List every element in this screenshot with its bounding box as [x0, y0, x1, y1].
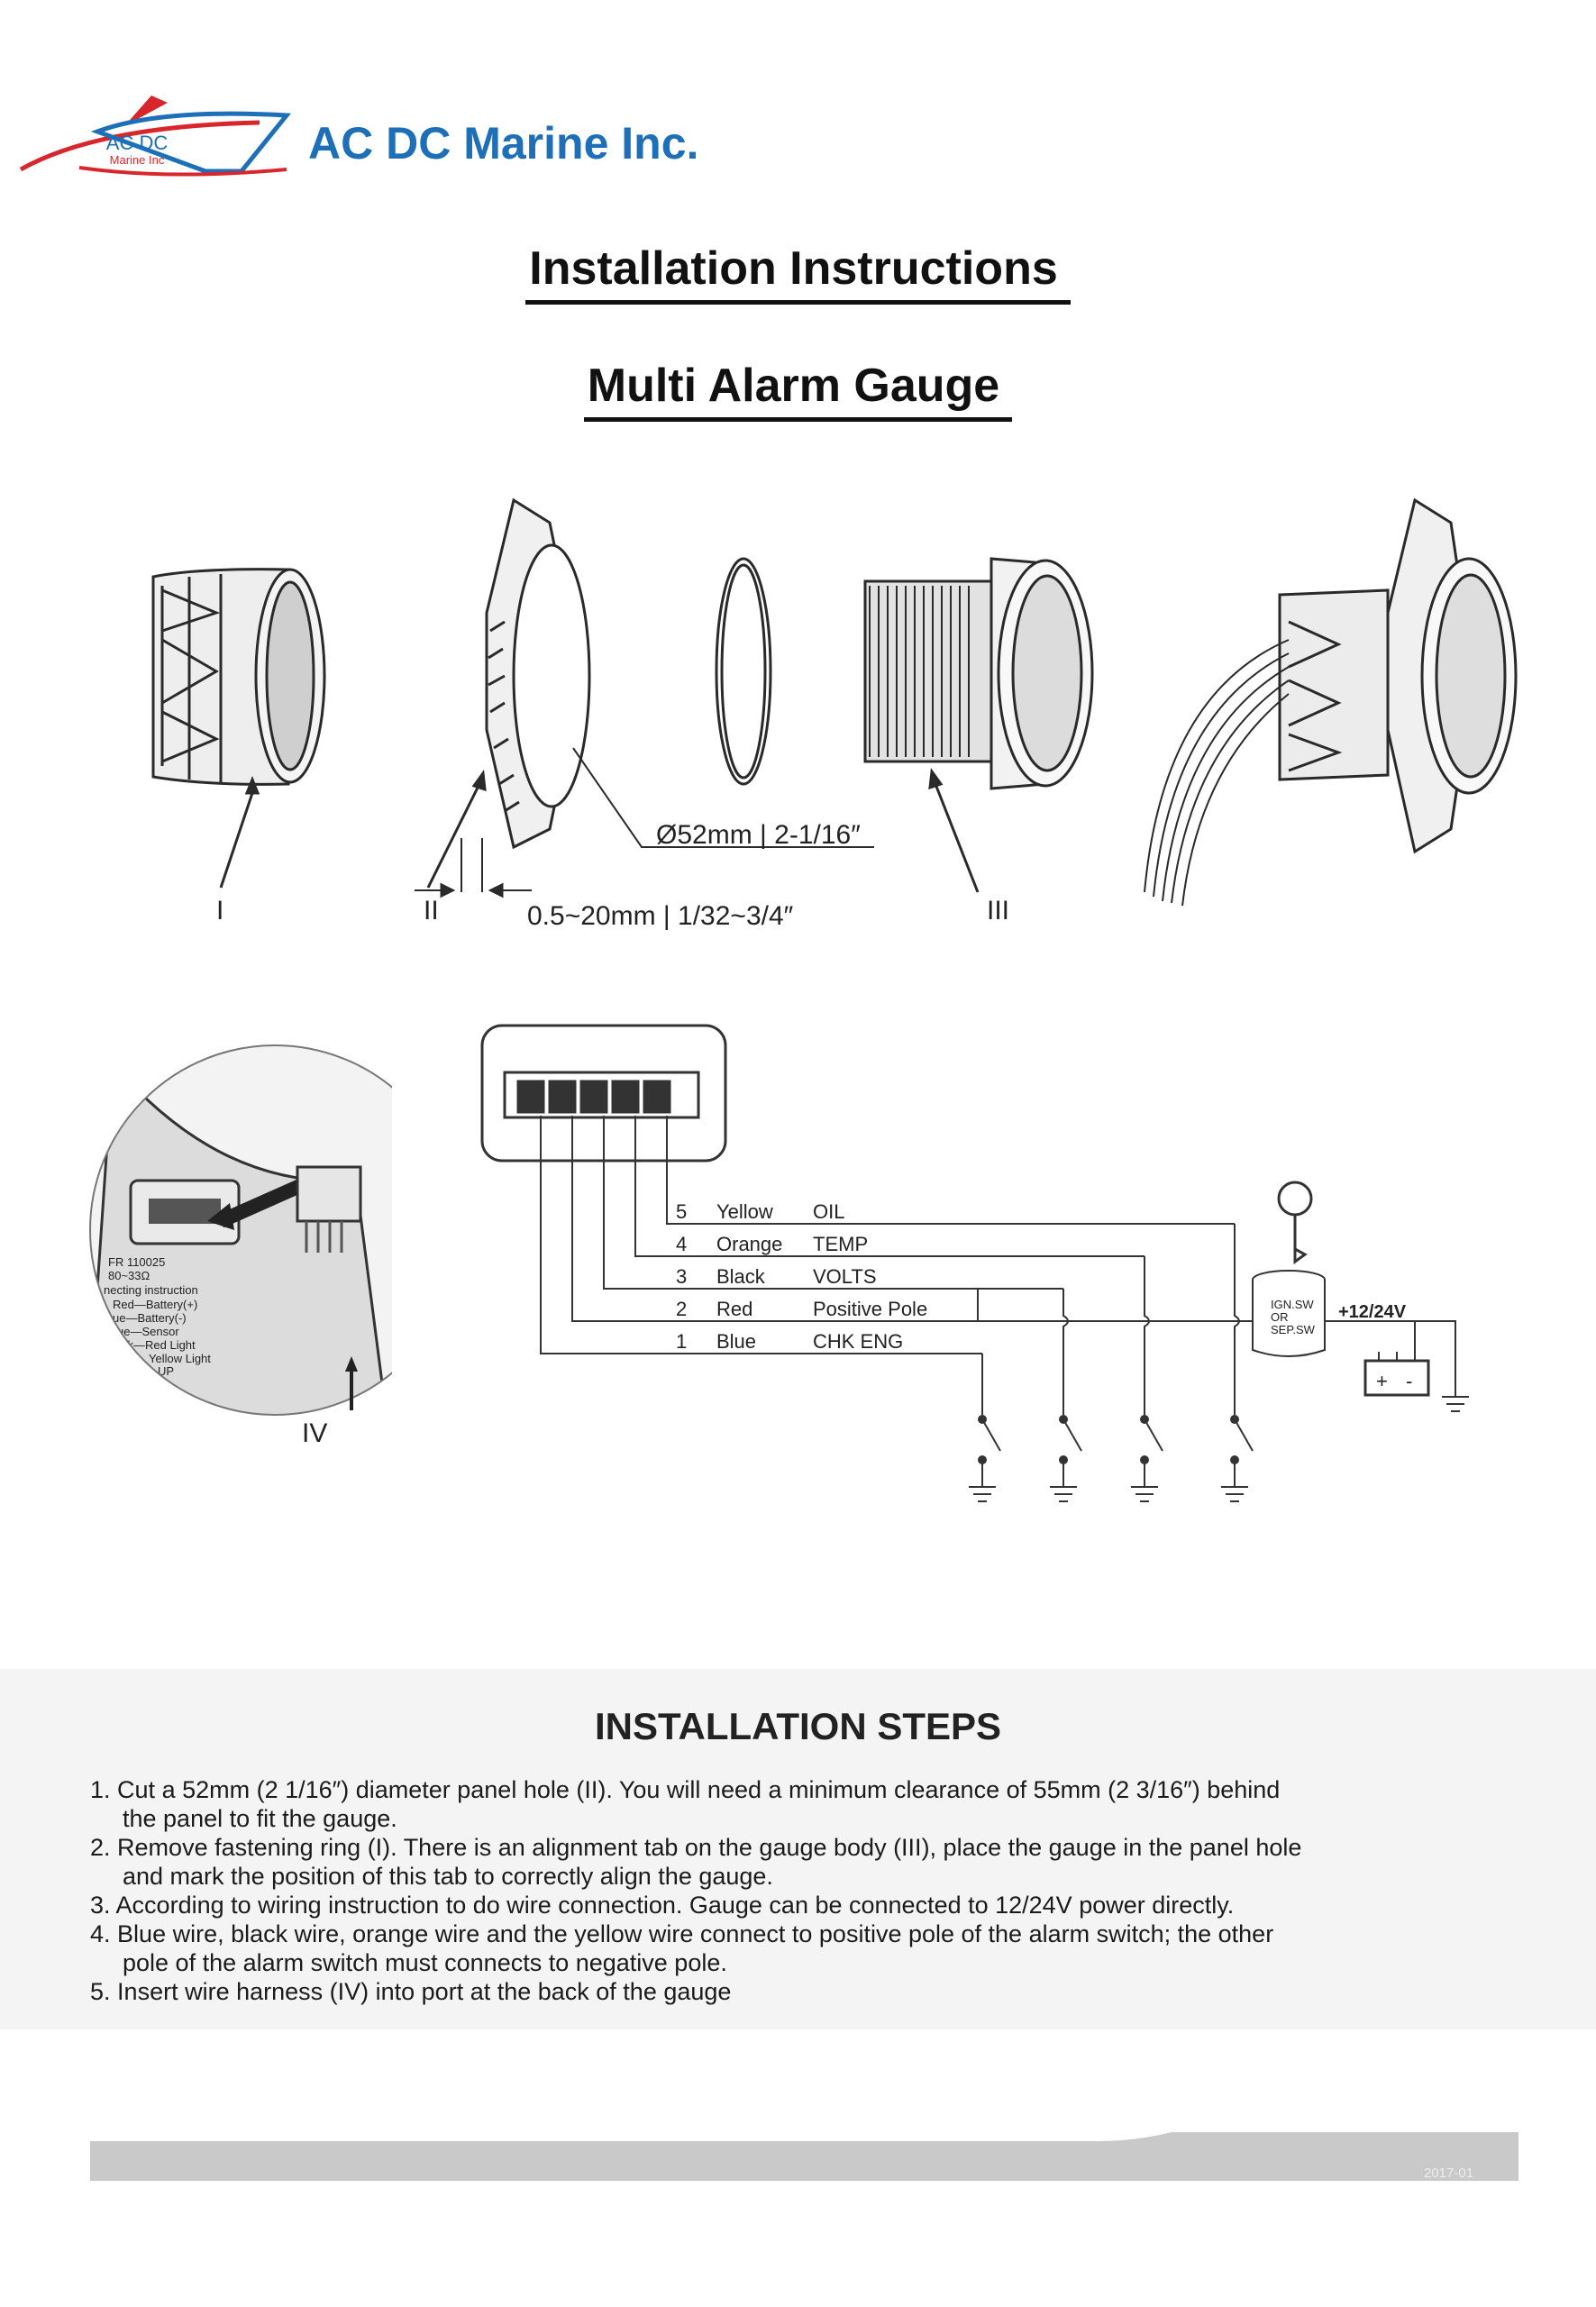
parts-diagram: I II III Ø52mm | 2-1/16″ 0.5~20mm | 1/32… — [151, 497, 1518, 931]
label-I: I — [216, 896, 223, 926]
battery-icon: + - — [1363, 1359, 1430, 1397]
panel-thickness-label: 0.5~20mm | 1/32~3/4″ — [527, 901, 794, 931]
hole-diameter-label: Ø52mm | 2-1/16″ — [656, 820, 861, 850]
wire-3-color: Black — [716, 1265, 766, 1288]
wire-1-num: 1 — [676, 1330, 687, 1353]
ignition-switch: IGN.SW OR SEP.SW — [1252, 1181, 1326, 1357]
key-icon — [1277, 1181, 1313, 1217]
steps-background — [0, 1669, 1596, 2029]
switch-label-2: OR — [1271, 1310, 1289, 1324]
logo-text-bottom: Marine Inc — [110, 153, 165, 167]
step-item: 4. Blue wire, black wire, orange wire an… — [90, 1919, 1532, 1977]
step-item: 3. According to wiring instruction to do… — [90, 1891, 1532, 1919]
step-item: 5. Insert wire harness (IV) into port at… — [90, 1977, 1532, 2006]
document-title: Installation Instructions — [0, 242, 1596, 305]
back-label-line-9: UP — [158, 1364, 174, 1378]
step-line: and mark the position of this tab to cor… — [123, 1863, 773, 1890]
step-number: 5. — [90, 1978, 111, 2005]
battery-plus: + — [1376, 1370, 1388, 1392]
o-ring-drawing — [715, 557, 772, 786]
wire-4-color: Orange — [716, 1233, 782, 1255]
back-label-line-7: ck—Red Light — [122, 1338, 196, 1352]
footer-code: 2017-01 — [1424, 2166, 1473, 2181]
connector-pins — [516, 1080, 671, 1114]
back-label-line-5: ue—Battery(-) — [113, 1311, 187, 1325]
step-line: Blue wire, black wire, orange wire and t… — [117, 1920, 1274, 1947]
step-line: the panel to fit the gauge. — [123, 1805, 397, 1832]
panel-drawing — [485, 497, 591, 850]
document-title-text: Installation Instructions — [525, 242, 1071, 305]
assembled-gauge-drawing — [1144, 497, 1518, 907]
steps-heading: INSTALLATION STEPS — [594, 1705, 1002, 1747]
document-subtitle: Multi Alarm Gauge — [0, 359, 1596, 422]
wire-5-num: 5 — [676, 1200, 687, 1223]
label-IV: IV — [302, 1418, 327, 1448]
wire-3-num: 3 — [676, 1265, 687, 1288]
battery-minus: - — [1406, 1370, 1412, 1392]
wire-2-function: Positive Pole — [813, 1298, 927, 1320]
step-number: 3. — [90, 1892, 111, 1919]
wire-4-num: 4 — [676, 1233, 687, 1255]
back-label-line-8: Yellow Light — [149, 1352, 211, 1365]
back-label-line-4: Red—Battery(+) — [113, 1298, 197, 1311]
fastening-ring-drawing — [151, 568, 326, 786]
step-line: According to wiring instruction to do wi… — [115, 1892, 1235, 1919]
step-number: 4. — [90, 1920, 111, 1947]
wire-2-num: 2 — [676, 1298, 687, 1320]
back-label-line-6: ue—Sensor — [117, 1325, 179, 1338]
wire-4-function: TEMP — [813, 1233, 868, 1255]
back-label-line-2: 80~33Ω — [108, 1269, 150, 1282]
step-line: Remove fastening ring (I). There is an a… — [117, 1834, 1302, 1861]
back-label-line-1: FR 110025 — [108, 1255, 165, 1269]
step-line: Cut a 52mm (2 1/16″) diameter panel hole… — [117, 1776, 1281, 1803]
step-number: 1. — [90, 1776, 111, 1803]
back-label-line-3: necting instruction — [104, 1283, 198, 1297]
wiring-diagram: 5 Yellow OIL 4 Orange TEMP 3 Black VOLTS… — [480, 1024, 1469, 1502]
step-line: Insert wire harness (IV) into port at th… — [117, 1978, 732, 2005]
step-item: 2. Remove fastening ring (I). There is a… — [90, 1833, 1532, 1891]
wire-3-function: VOLTS — [813, 1265, 877, 1288]
company-logo: AC DC Marine Inc — [19, 96, 292, 177]
gauge-back-view: FR 110025 80~33Ω necting instruction Red… — [89, 1044, 392, 1448]
wire-5-color: Yellow — [716, 1200, 773, 1223]
gauge-body-drawing — [863, 557, 1094, 790]
logo-text-top: AC DC — [106, 132, 169, 154]
document-subtitle-text: Multi Alarm Gauge — [583, 360, 1013, 422]
step-line: pole of the alarm switch must connects t… — [123, 1949, 727, 1976]
brand-name: AC DC Marine Inc. — [308, 118, 699, 169]
footer-band: 2017-01 — [90, 2132, 1518, 2181]
step-number: 2. — [90, 1834, 111, 1861]
step-item: 1. Cut a 52mm (2 1/16″) diameter panel h… — [90, 1775, 1532, 1833]
steps-list: 1. Cut a 52mm (2 1/16″) diameter panel h… — [90, 1775, 1532, 2006]
label-III: III — [987, 896, 1009, 926]
wire-1-color: Blue — [716, 1330, 756, 1353]
label-II: II — [424, 896, 439, 926]
wire-2-color: Red — [716, 1298, 752, 1320]
switch-label-1: IGN.SW — [1271, 1298, 1314, 1311]
switch-label-3: SEP.SW — [1271, 1323, 1316, 1336]
wire-5-function: OIL — [813, 1200, 844, 1223]
wire-1-function: CHK ENG — [813, 1330, 903, 1353]
voltage-label: +12/24V — [1338, 1302, 1407, 1322]
